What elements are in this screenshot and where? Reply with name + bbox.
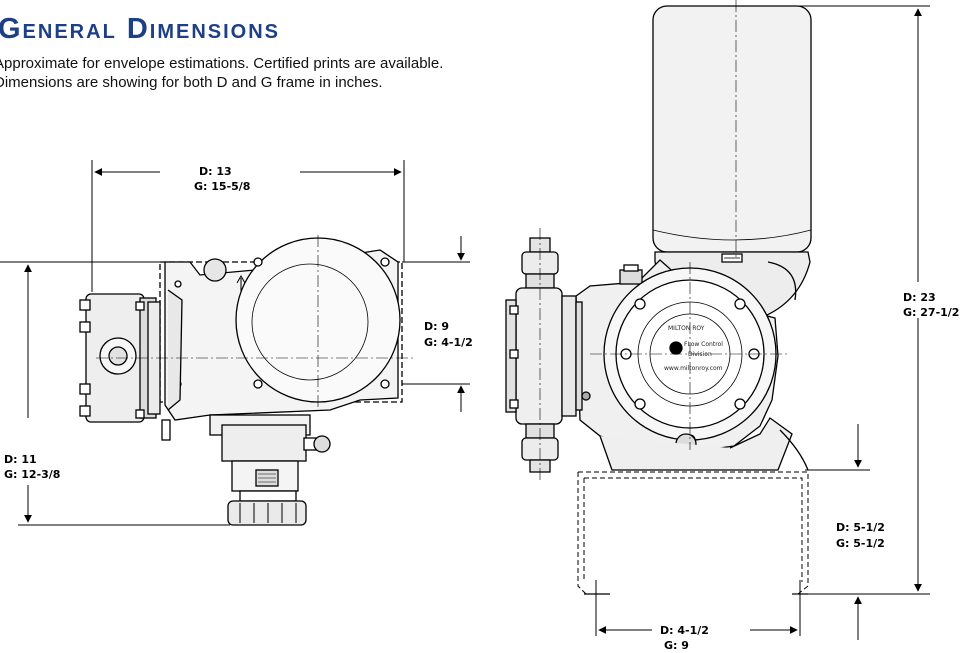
dim-side-width-g: G: 15-5/8 <box>194 180 250 193</box>
dim-side-height-g: G: 12-3/8 <box>4 468 60 481</box>
dim-side-width-d: D: 13 <box>199 165 232 178</box>
dim-base-width-d: D: 4-1/2 <box>660 624 709 637</box>
front-view-pump <box>505 5 812 473</box>
nameplate-line-1: MILTON ROY <box>668 325 705 332</box>
dim-front-height-g: G: 27-1/2 <box>903 306 959 319</box>
side-view-pump <box>79 237 403 526</box>
front-pump-head <box>515 287 563 425</box>
dim-base-height-g: G: 5-1/2 <box>836 537 885 550</box>
dim-side-height-d: D: 11 <box>4 453 37 466</box>
dim-base-height-d: D: 5-1/2 <box>836 521 885 534</box>
dim-front-height-d: D: 23 <box>903 291 936 304</box>
dim-base-width-g: G: 9 <box>664 639 689 652</box>
dim-side-mid-g: G: 4-1/2 <box>424 336 473 349</box>
subtitle-line-2: Dimensions are showing for both D and G … <box>0 74 383 91</box>
motor-housing <box>652 5 812 253</box>
subtitle-line-1: Approximate for envelope estimations. Ce… <box>0 55 444 72</box>
base-bracket-outline <box>577 471 809 595</box>
nameplate-url: www.miltonroy.com <box>664 365 723 372</box>
dim-side-mid-d: D: 9 <box>424 320 449 333</box>
nameplate-line-3: Division <box>688 351 712 358</box>
stroke-adjust-knob <box>227 500 307 526</box>
nameplate-line-2: FLow Control <box>684 341 723 348</box>
page-title: General Dimensions <box>0 13 281 45</box>
